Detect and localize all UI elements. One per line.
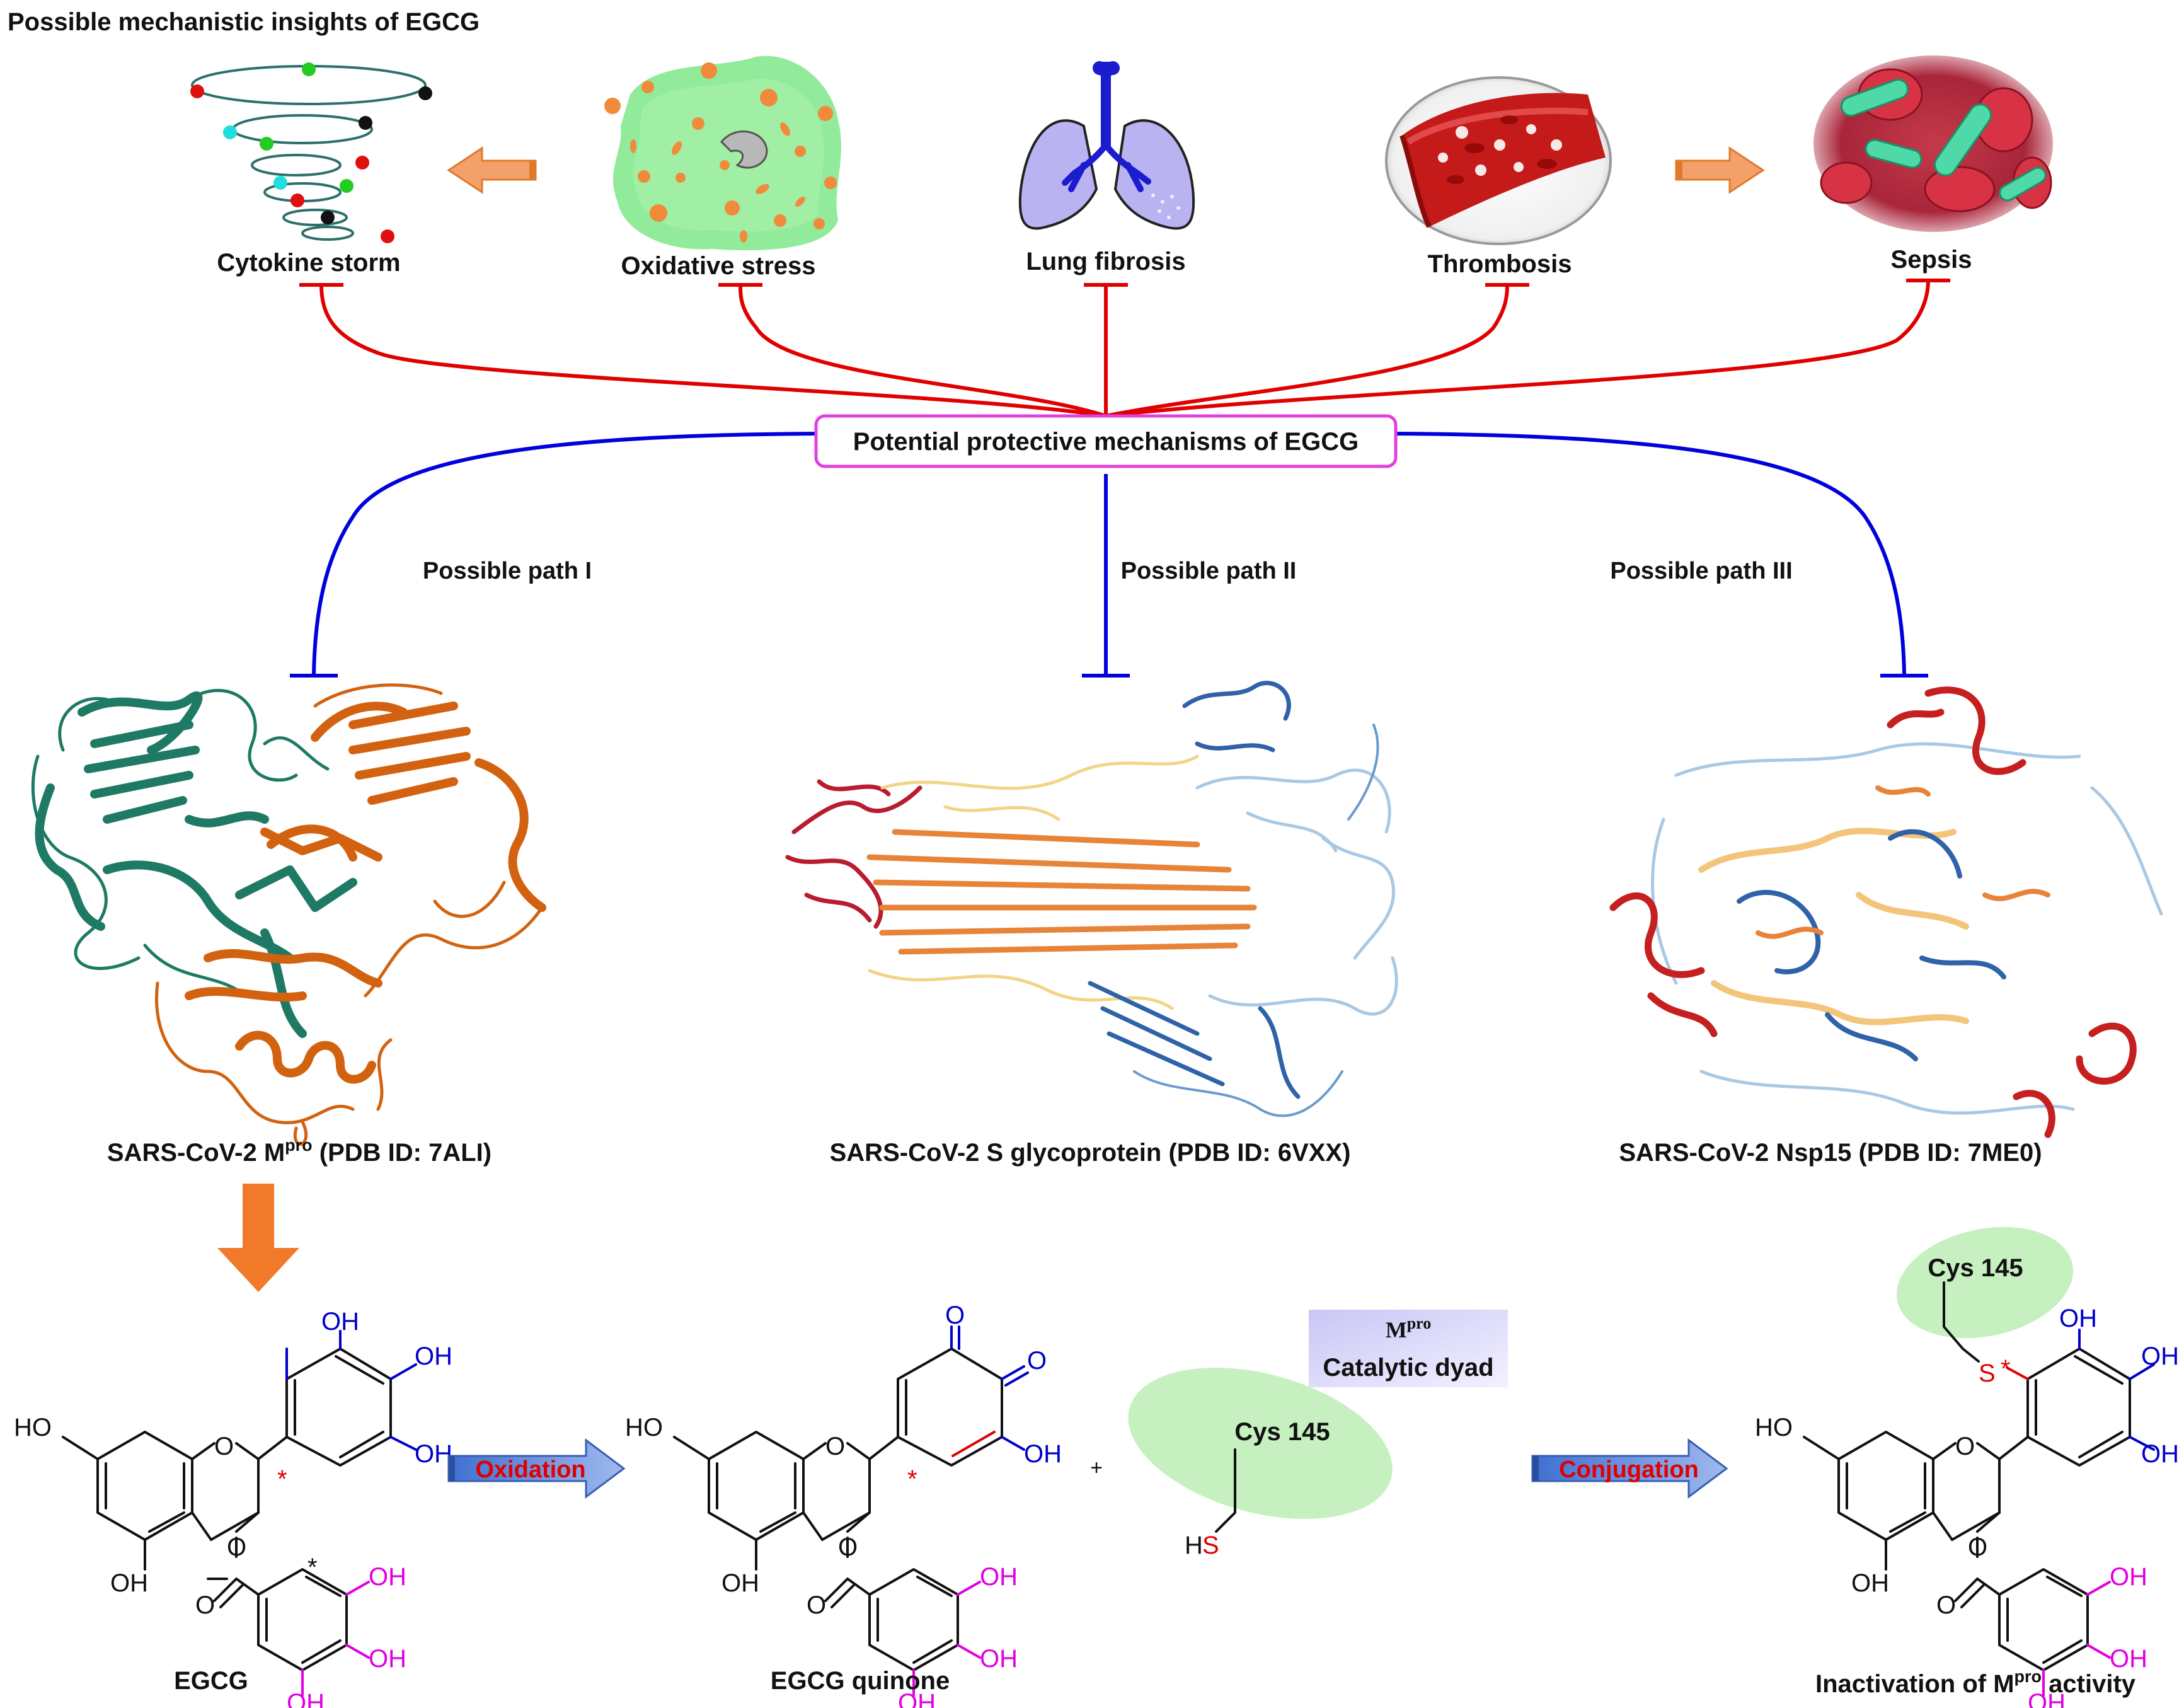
svg-text:*: * <box>307 1554 318 1581</box>
conjugation-arrow: Conjugation <box>1531 1438 1728 1499</box>
figure-title: Possible mechanistic insights of EGCG <box>8 8 480 36</box>
protein-label-spike: SARS-CoV-2 S glycoprotein (PDB ID: 6VXX) <box>830 1139 1351 1167</box>
plus-sign: + <box>1090 1456 1103 1480</box>
lungs-icon <box>1018 61 1195 230</box>
svg-text:H: H <box>1185 1532 1203 1559</box>
center-mechanism-label: Potential protective mechanisms of EGCG <box>853 428 1359 456</box>
blue-inhibition-lines <box>290 432 1928 678</box>
svg-text:*: * <box>2001 1355 2011 1383</box>
svg-text:HO: HO <box>14 1414 52 1441</box>
product-structure: Cys 145 S * HO O OH O O OH <box>1755 1226 2179 1708</box>
center-mechanism-box: Potential protective mechanisms of EGCG <box>814 414 1398 468</box>
svg-text:O: O <box>227 1533 246 1561</box>
svg-text:OH: OH <box>369 1645 406 1673</box>
effect-label-oxidative: Oxidative stress <box>621 252 815 280</box>
svg-text:O: O <box>945 1301 965 1329</box>
svg-text:O: O <box>214 1433 234 1460</box>
s-glycoprotein-structure <box>785 681 1398 1117</box>
mpro-protein-structure <box>31 683 546 1146</box>
svg-text:Mpro: Mpro <box>1386 1314 1432 1342</box>
protein-label-nsp15: SARS-CoV-2 Nsp15 (PDB ID: 7ME0) <box>1619 1139 2042 1167</box>
egcg-structure: HO O OH O O OH OH OH OH OH OH * * <box>14 1308 452 1708</box>
svg-text:OH: OH <box>321 1308 359 1336</box>
nsp15-protein-structure <box>1609 686 2163 1138</box>
cytokine-storm-icon <box>190 62 432 243</box>
egcg-quinone-label: EGCG quinone <box>771 1667 950 1695</box>
svg-text:OH: OH <box>2028 1689 2066 1708</box>
svg-text:OH: OH <box>2059 1305 2097 1332</box>
path-label-3: Possible path III <box>1610 558 1792 584</box>
catalytic-dyad-label: Catalytic dyad <box>1323 1354 1493 1382</box>
egcg-quinone-structure: HO O OH O O O O OH OH OH OH * <box>625 1301 1062 1708</box>
red-inhibition-lines <box>299 279 1950 418</box>
svg-text:OH: OH <box>898 1689 936 1708</box>
svg-text:OH: OH <box>110 1569 148 1597</box>
arrow-right-icon <box>1675 146 1765 194</box>
svg-text:HO: HO <box>625 1414 663 1441</box>
svg-text:OH: OH <box>1024 1440 1062 1468</box>
svg-text:OH: OH <box>2110 1645 2147 1673</box>
cys145-reactant: Cys 145 H S <box>1128 1368 1393 1559</box>
arrow-left-icon <box>447 146 537 194</box>
product-cys145-label: Cys 145 <box>1928 1254 2023 1282</box>
svg-text:OH: OH <box>415 1440 452 1468</box>
svg-text:OH: OH <box>2141 1440 2179 1468</box>
mpro-catalytic-dyad-box: Mpro Catalytic dyad <box>1309 1310 1508 1387</box>
svg-text:*: * <box>277 1465 287 1493</box>
svg-text:OH: OH <box>415 1342 452 1370</box>
svg-text:OH: OH <box>721 1569 759 1597</box>
svg-text:O: O <box>838 1533 858 1561</box>
bacteria-icon <box>1813 55 2053 232</box>
cys145-label: Cys 145 <box>1234 1418 1330 1446</box>
svg-text:S: S <box>1202 1532 1219 1559</box>
product-label: Inactivation of Mpro activity <box>1815 1667 2136 1698</box>
svg-text:O: O <box>195 1591 215 1619</box>
svg-text:OH: OH <box>980 1563 1018 1591</box>
svg-text:O: O <box>825 1433 845 1460</box>
effect-label-cytokine: Cytokine storm <box>217 249 400 277</box>
blood-vessel-icon <box>1385 76 1612 245</box>
egcg-label: EGCG <box>174 1667 248 1695</box>
svg-text:O: O <box>1955 1433 1975 1460</box>
down-arrow-icon <box>217 1184 299 1292</box>
oxidative-stress-icon <box>604 55 841 251</box>
svg-text:O: O <box>1027 1347 1047 1375</box>
svg-text:O: O <box>1968 1533 1987 1561</box>
svg-text:*: * <box>907 1465 917 1493</box>
effect-label-lung: Lung fibrosis <box>1026 248 1185 275</box>
svg-text:HO: HO <box>1755 1414 1793 1441</box>
path-label-1: Possible path I <box>423 558 592 584</box>
svg-text:O: O <box>1936 1591 1956 1619</box>
svg-text:S: S <box>1979 1359 1996 1387</box>
protein-label-mpro: SARS-CoV-2 Mpro (PDB ID: 7ALI) <box>107 1136 491 1167</box>
oxidation-label: Oxidation <box>475 1457 585 1483</box>
effect-label-sepsis: Sepsis <box>1891 246 1972 274</box>
conjugation-label: Conjugation <box>1559 1457 1699 1483</box>
svg-text:OH: OH <box>287 1689 325 1708</box>
svg-text:OH: OH <box>2110 1563 2147 1591</box>
svg-text:OH: OH <box>1851 1569 1889 1597</box>
svg-text:OH: OH <box>369 1563 406 1591</box>
svg-text:OH: OH <box>980 1645 1018 1673</box>
svg-text:O: O <box>807 1591 826 1619</box>
effect-label-thrombosis: Thrombosis <box>1428 250 1572 278</box>
path-label-2: Possible path II <box>1121 558 1297 584</box>
oxidation-arrow: Oxidation <box>447 1438 626 1499</box>
svg-text:OH: OH <box>2141 1342 2179 1370</box>
